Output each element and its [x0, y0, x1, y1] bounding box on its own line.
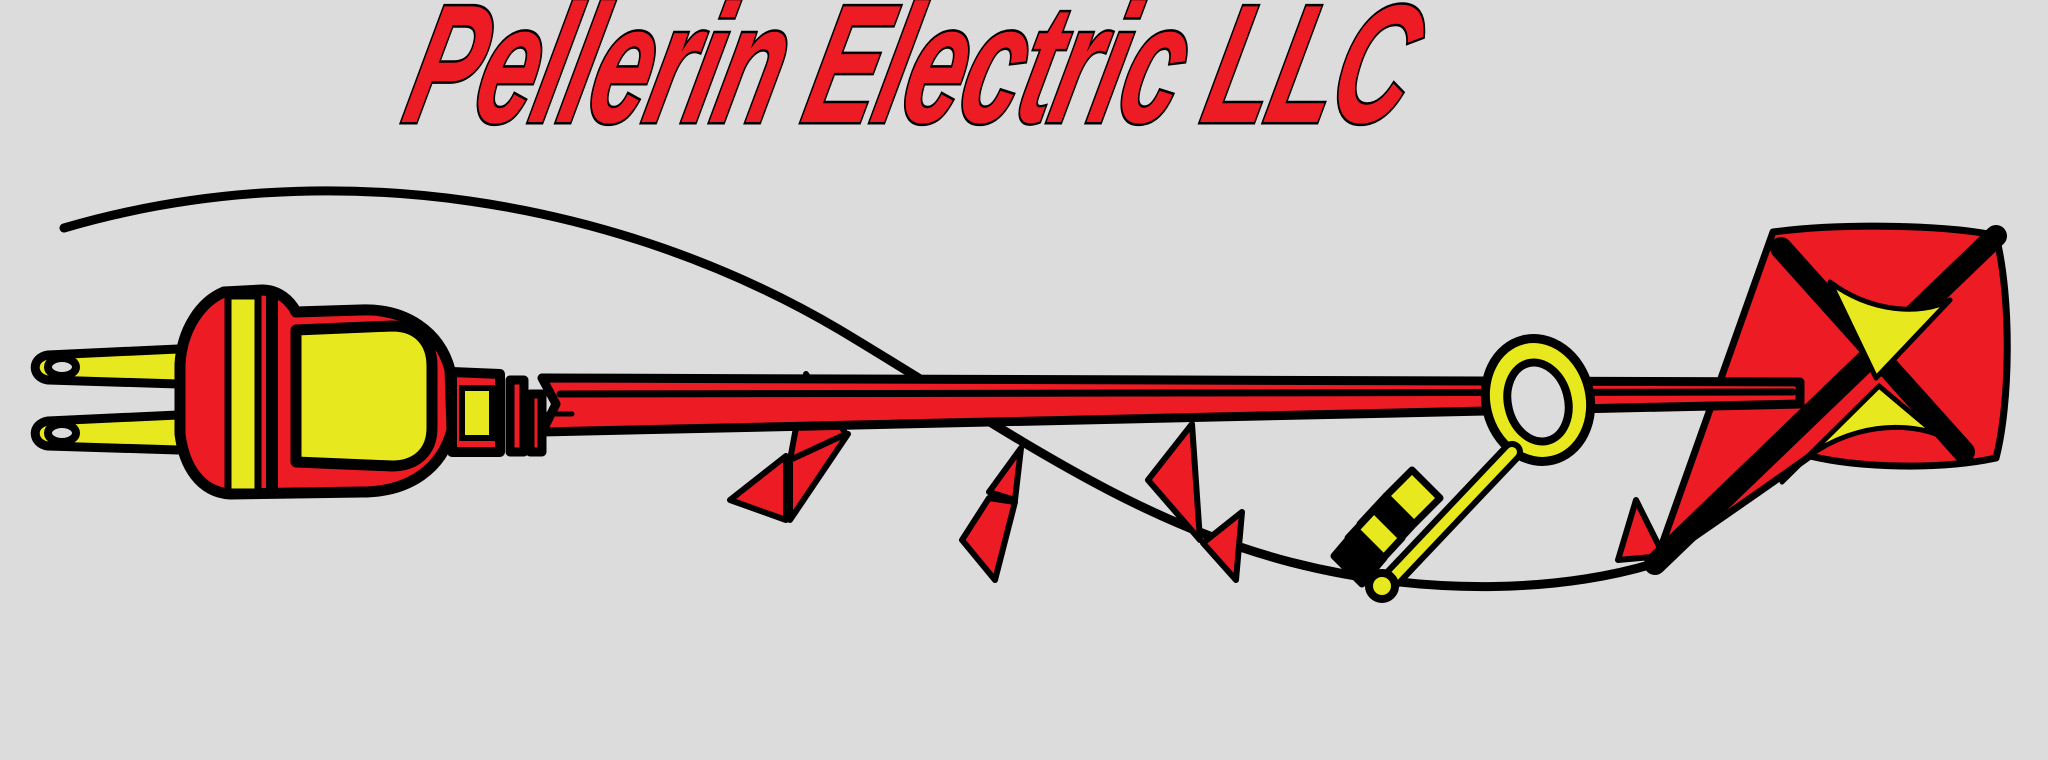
plug-rib-2 — [525, 389, 547, 457]
plug-prong-upper-hole — [44, 354, 80, 380]
plug-strain-relief-window — [459, 385, 495, 441]
kite-tail-bow — [959, 445, 1024, 583]
plug-window — [290, 320, 438, 472]
kite — [1644, 222, 2011, 575]
plug-prong-lower-hole — [44, 420, 80, 446]
key-bow-hole — [1503, 358, 1573, 446]
skeleton-key — [1330, 334, 1596, 603]
power-cord-highlight-line — [556, 388, 1797, 398]
key-bit — [1330, 466, 1444, 588]
electrical-plug — [30, 284, 547, 500]
plug-face-stripe — [224, 292, 262, 496]
kite-infill-top — [1827, 279, 1953, 381]
plug-rib-1 — [505, 375, 529, 457]
wordmark: Pellerin Electric LLC — [388, 0, 1443, 161]
key-tip — [1365, 569, 1399, 603]
wordmark-text: Pellerin Electric LLC — [390, 0, 1440, 158]
key-shaft-fill — [1380, 447, 1517, 591]
kite-spar-main — [1644, 225, 2007, 575]
kite-tail-bow — [1615, 497, 1667, 563]
kite-tail-bow — [1145, 421, 1245, 583]
kite-infill-bottom — [1779, 383, 1939, 485]
